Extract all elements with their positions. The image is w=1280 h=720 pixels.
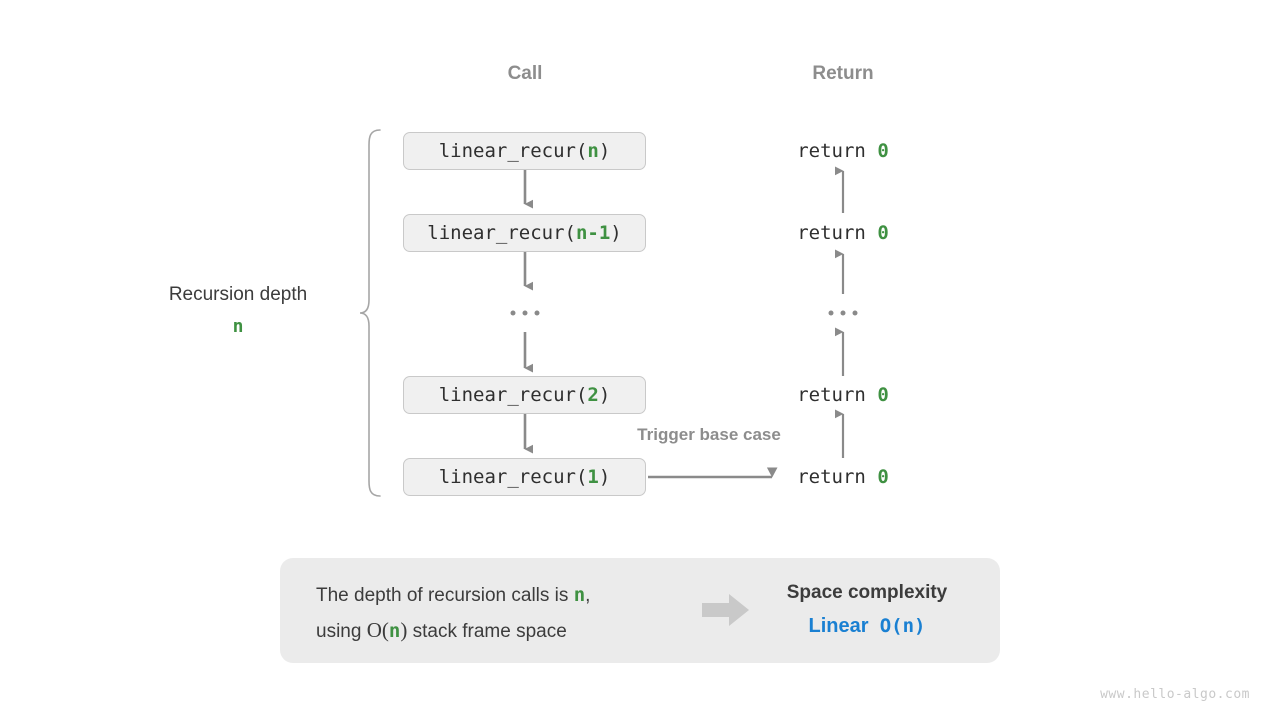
watermark: www.hello-algo.com — [1100, 687, 1250, 702]
return-statement: return 0 — [797, 466, 889, 488]
call-frame-suffix: ) — [610, 222, 622, 244]
call-frame-suffix: ) — [598, 466, 611, 488]
recursion-depth-value: n — [232, 316, 244, 337]
call-frame-arg: 1 — [587, 466, 599, 488]
return-statement: return 0 — [797, 140, 889, 162]
return-value: 0 — [877, 222, 889, 244]
result-title: Space complexity — [786, 582, 948, 603]
right-block-arrow-icon — [702, 593, 750, 632]
recursion-depth-label: Recursion depth n — [169, 285, 307, 336]
call-frame-arg: n — [587, 140, 599, 162]
call-frame-arg: n-1 — [575, 222, 611, 244]
call-frame-prefix: linear_recur( — [438, 384, 588, 406]
call-frame-prefix: linear_recur( — [438, 466, 588, 488]
summary-line-1-n: n — [573, 584, 586, 606]
column-header-return: Return — [812, 63, 874, 84]
call-frame-suffix: ) — [598, 384, 611, 406]
call-frame-prefix: linear_recur( — [427, 222, 576, 244]
return-statement: return 0 — [797, 222, 889, 244]
summary-line-2-o-open: O( — [366, 618, 389, 642]
return-value: 0 — [877, 140, 889, 162]
ellipsis-icon — [510, 310, 540, 316]
result-value: Linear O(n) — [772, 608, 962, 644]
summary-panel: The depth of recursion calls is n, using… — [280, 558, 1000, 663]
recursion-depth-text: Recursion depth — [168, 284, 308, 305]
summary-line-1: The depth of recursion calls is n, — [316, 578, 590, 613]
summary-line-1-tail: , — [585, 585, 591, 606]
return-value: 0 — [877, 466, 889, 488]
column-header-call: Call — [507, 63, 543, 84]
call-frame-suffix: ) — [598, 140, 611, 162]
call-frame-box[interactable]: linear_recur(2) — [403, 376, 646, 414]
return-keyword: return — [797, 384, 878, 406]
call-frame-box[interactable]: linear_recur(n-1) — [403, 214, 646, 252]
call-frame-box[interactable]: linear_recur(n) — [403, 132, 646, 170]
trigger-base-case-label: Trigger base case — [637, 425, 781, 444]
return-keyword: return — [797, 466, 878, 488]
call-frame-box[interactable]: linear_recur(1) — [403, 458, 646, 496]
summary-line-2-n: n — [388, 620, 401, 642]
stack-span-brace — [358, 128, 388, 503]
call-frame-arg: 2 — [587, 384, 599, 406]
return-statement: return 0 — [797, 384, 889, 406]
summary-line-2-o-close: ) — [400, 618, 408, 642]
summary-result: Space complexity Linear O(n) — [772, 578, 962, 644]
return-value: 0 — [877, 384, 889, 406]
return-keyword: return — [797, 222, 878, 244]
summary-line-2-text: using — [316, 621, 367, 642]
summary-line-2-tail: stack frame space — [407, 621, 567, 642]
summary-line-1-text: The depth of recursion calls is — [316, 585, 574, 606]
result-kind: Linear — [808, 615, 869, 637]
return-keyword: return — [797, 140, 878, 162]
call-frame-prefix: linear_recur( — [438, 140, 588, 162]
summary-line-2: using O(n) stack frame space — [316, 613, 590, 649]
summary-description: The depth of recursion calls is n, using… — [316, 578, 590, 649]
ellipsis-icon — [828, 310, 858, 316]
result-bigo: O(n) — [879, 615, 926, 637]
